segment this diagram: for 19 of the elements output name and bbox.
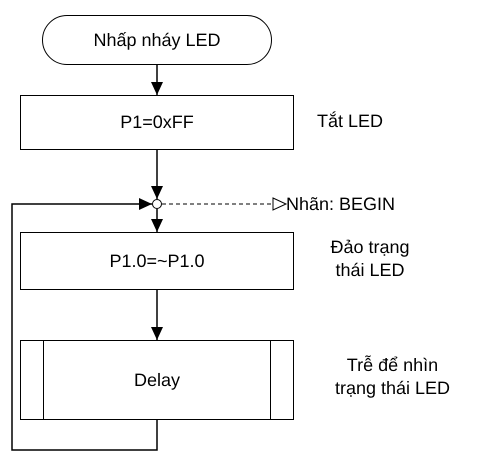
node-text: Nhấp nháy LED	[93, 30, 221, 50]
node-text: P1=0xFF	[120, 112, 194, 133]
process-box	[20, 232, 294, 290]
arrow	[11, 198, 158, 451]
annotation-text: Tắt LED	[316, 110, 384, 133]
arrow	[151, 209, 163, 232]
arrow	[151, 65, 163, 95]
junction-circle	[152, 199, 162, 209]
annotation-text: Đảo trạng thái LED	[329, 236, 411, 282]
node-text: Delay	[134, 370, 180, 390]
node-text: P1.0=~P1.0	[109, 250, 205, 272]
dashed-arrow	[162, 198, 286, 210]
arrow	[151, 290, 163, 340]
subroutine-box	[20, 340, 294, 420]
annotation-text: Trễ để nhìn trạng thái LED	[334, 354, 452, 400]
process-box	[20, 95, 294, 150]
arrow	[151, 150, 163, 199]
label-text: Nhãn: BEGIN	[286, 194, 396, 214]
start-terminal	[42, 15, 272, 65]
